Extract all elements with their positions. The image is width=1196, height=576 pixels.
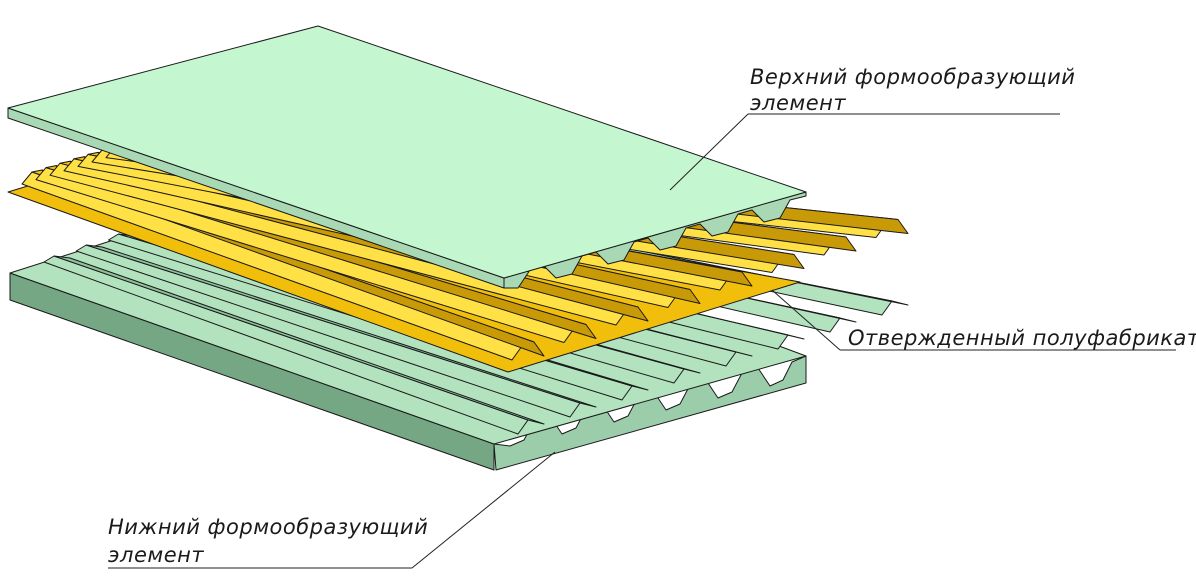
upper-forming-element xyxy=(7,25,807,289)
upper-element-front-face xyxy=(503,191,807,289)
leader-upper-pointer xyxy=(669,113,749,191)
label-upper-line1: Верхний формообразующий xyxy=(750,65,1075,89)
lower-ridge-shadow xyxy=(85,244,597,408)
lower-ridge-shadow xyxy=(53,255,545,425)
label-middle: Отвержденный полуфабрикат xyxy=(848,326,1196,350)
upper-element-top xyxy=(7,25,807,279)
label-lower-line1: Нижний формообразующий xyxy=(108,515,428,539)
label-upper-line2: элемент xyxy=(750,91,846,115)
leader-lower-pointer xyxy=(411,451,556,569)
callout-lower: Нижний формообразующий элемент xyxy=(108,451,556,569)
leader-middle-pointer xyxy=(771,289,841,351)
label-lower-line2: элемент xyxy=(108,543,204,567)
callout-upper: Верхний формообразующий элемент xyxy=(669,65,1075,191)
callout-middle: Отвержденный полуфабрикат xyxy=(771,289,1196,351)
